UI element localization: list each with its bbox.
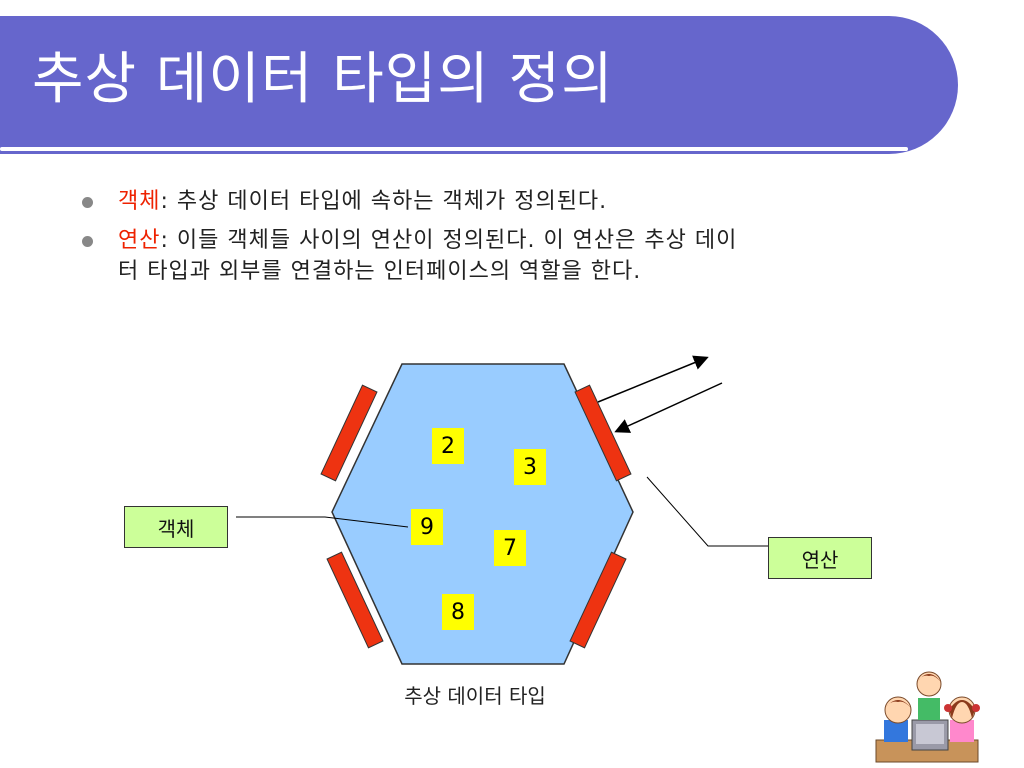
operation-bar-bottom-right — [569, 551, 627, 649]
title-underline — [0, 147, 908, 151]
bullet-item-object: 객체: 추상 데이터 타입에 속하는 객체가 정의된다. — [82, 186, 962, 217]
operation-bar-bottom-left — [326, 551, 384, 649]
operation-bar-top-left — [320, 384, 378, 482]
bullet-item-operation: 연산: 이들 객체들 사이의 연산이 정의된다. 이 연산은 추상 데이 터 타… — [82, 225, 962, 287]
bullet-term: 연산 — [118, 228, 161, 253]
arrow-in — [614, 382, 723, 433]
bullet-text-continued: 터 타입과 외부를 연결하는 인터페이스의 역할을 한다. — [118, 259, 642, 284]
operation-bar-top-right — [574, 384, 632, 482]
data-item: 3 — [514, 449, 546, 485]
arrow-out — [597, 355, 709, 403]
children-at-computer-clipart-icon — [875, 671, 980, 763]
object-label-box: 객체 — [124, 506, 228, 548]
page-title: 추상 데이터 타입의 정의 — [32, 47, 614, 112]
adt-hexagon — [331, 363, 634, 665]
bullet-dot-icon — [82, 236, 93, 247]
bullet-list: 객체: 추상 데이터 타입에 속하는 객체가 정의된다. 연산: 이들 객체들 … — [82, 186, 962, 295]
data-item: 7 — [494, 530, 526, 566]
operation-label-box: 연산 — [768, 537, 872, 579]
operation-leader-line — [646, 476, 768, 547]
bullet-dot-icon — [82, 197, 93, 208]
data-item: 2 — [432, 428, 464, 464]
data-item: 8 — [442, 594, 474, 630]
bullet-text: : 추상 데이터 타입에 속하는 객체가 정의된다. — [160, 189, 608, 214]
data-item: 9 — [411, 509, 443, 545]
title-bar: 추상 데이터 타입의 정의 — [0, 16, 958, 154]
diagram-caption: 추상 데이터 타입 — [404, 684, 546, 708]
bullet-text: : 이들 객체들 사이의 연산이 정의된다. 이 연산은 추상 데이 — [160, 228, 738, 253]
object-leader-line — [236, 516, 409, 528]
bullet-term: 객체 — [118, 189, 161, 214]
